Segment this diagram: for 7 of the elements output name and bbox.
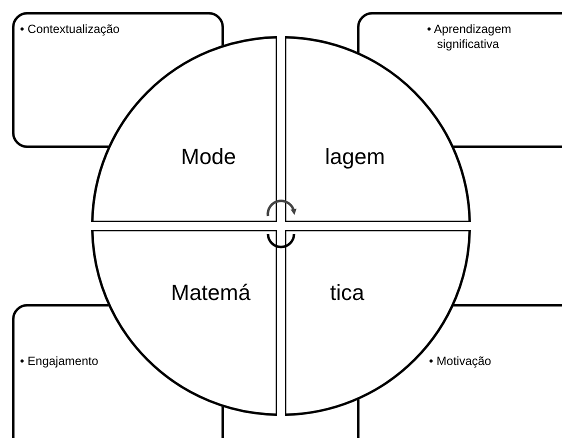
segment-label: Matemá xyxy=(171,280,250,306)
segment-label: lagem xyxy=(325,144,385,170)
segment-label: tica xyxy=(330,280,364,306)
segment-label: Mode xyxy=(181,144,236,170)
bullet-item: • Engajamento xyxy=(20,354,100,369)
bullet-item: • Contextualização xyxy=(20,22,121,37)
bullet-item: • Aprendizagem significativa xyxy=(427,22,512,52)
